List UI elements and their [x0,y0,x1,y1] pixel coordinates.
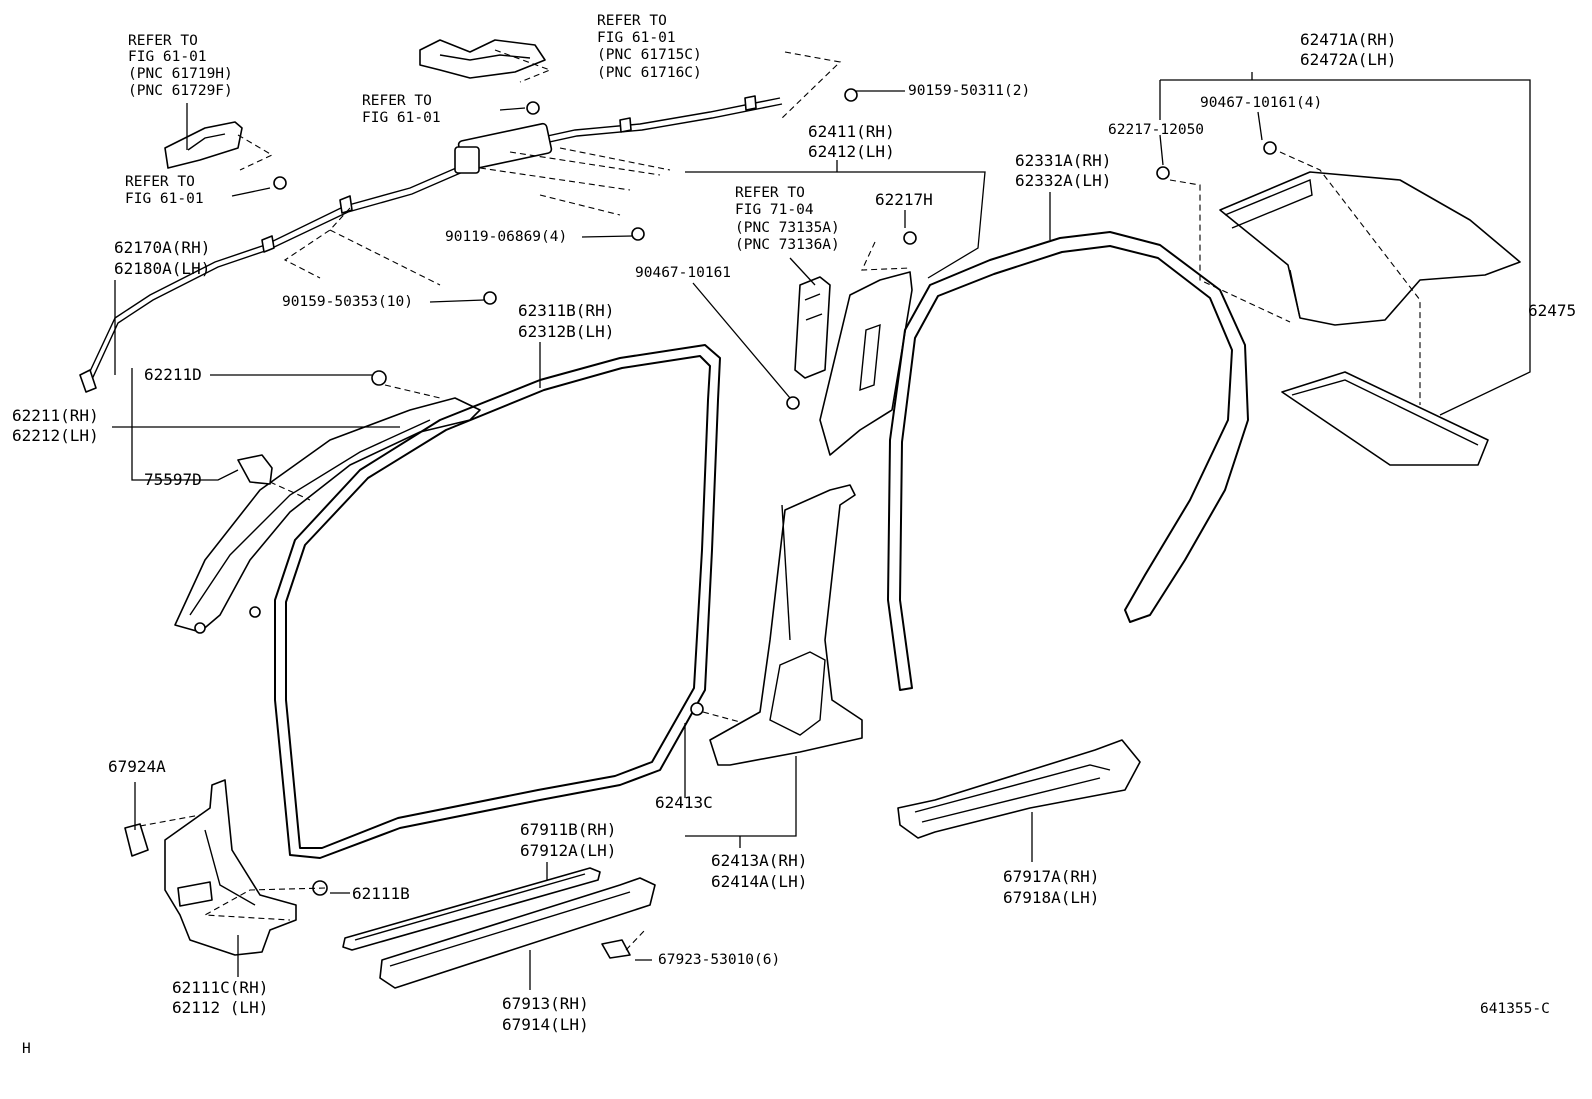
label-67918A: 67918A(LH) [1003,888,1099,907]
label-67917A: 67917A(RH) [1003,867,1099,886]
label-62312B: 62312B(LH) [518,322,614,341]
label-62112: 62112 (LH) [172,998,268,1017]
label-67923-53010: 67923-53010(6) [658,952,780,968]
front-scuff-plate-drawing [342,867,601,951]
refer-left-bolt-line2: FIG 61-01 [125,191,204,207]
label-62170A: 62170A(RH) [114,238,210,257]
refer-61715-line3: (PNC 61715C) [597,47,702,63]
refer-61719-line2: FIG 61-01 [128,49,207,65]
labels: REFER TO FIG 61-01 (PNC 61719H) (PNC 617… [12,13,1576,1057]
label-62180A: 62180A(LH) [114,259,210,278]
roof-side-inner-trim-drawing [794,271,913,456]
label-62414A: 62414A(LH) [711,872,807,891]
label-67924A: 67924A [108,757,166,776]
label-62412: 62412(LH) [808,142,895,161]
refer-61719-line3: (PNC 61719H) [128,66,233,82]
refer-61719-line4: (PNC 61729F) [128,83,233,99]
refer-mid-line2: FIG 61-01 [362,110,441,126]
label-90119-06869: 90119-06869(4) [445,229,567,245]
refer-73135-line1: REFER TO [735,185,805,201]
figure-id: 641355-C [1480,1001,1550,1017]
rear-door-seal-drawing [887,231,1249,691]
label-62471A: 62471A(RH) [1300,30,1396,49]
assembly-dashed-lines [139,49,1421,951]
refer-61715-line4: (PNC 61716C) [597,65,702,81]
refer-61719-line1: REFER TO [128,33,198,49]
front-door-seal-drawing [274,344,721,859]
label-62217-12050: 62217-12050 [1108,122,1204,138]
cowl-side-trim-drawing [164,779,297,956]
refer-73135-line4: (PNC 73136A) [735,237,840,253]
label-67914: 67914(LH) [502,1015,589,1034]
label-90467-10161: 90467-10161 [635,265,731,281]
label-90159-50353: 90159-50353(10) [282,294,413,310]
airbag-bracket-left-drawing [164,121,243,169]
label-90467-10161-4: 90467-10161(4) [1200,95,1322,111]
label-62211: 62211(RH) [12,406,99,425]
refer-73135-line2: FIG 71-04 [735,202,814,218]
label-62475: 62475 [1528,301,1576,320]
airbag-bracket-top-drawing [419,39,546,79]
label-67911B: 67911B(RH) [520,820,616,839]
refer-mid-line1: REFER TO [362,93,432,109]
refer-73135-line3: (PNC 73135A) [735,220,840,236]
label-62212: 62212(LH) [12,426,99,445]
label-62111C: 62111C(RH) [172,978,268,997]
rear-scuff-plate-drawing [897,739,1141,839]
a-pillar-garnish-drawing [174,397,481,634]
refer-61715-line2: FIG 61-01 [597,30,676,46]
label-62413A: 62413A(RH) [711,851,807,870]
label-62332A: 62332A(LH) [1015,171,1111,190]
label-62472A: 62472A(LH) [1300,50,1396,69]
refer-left-bolt-line1: REFER TO [125,174,195,190]
label-62217H: 62217H [875,190,933,209]
b-pillar-lower-garnish-drawing [709,484,863,766]
label-62413C: 62413C [655,793,713,812]
corner-mark: H [22,1041,31,1057]
label-90159-50311: 90159-50311(2) [908,83,1030,99]
quarter-trim-lower-drawing [1281,371,1489,466]
label-75597D: 75597D [144,470,202,489]
label-62211D: 62211D [144,365,202,384]
fasteners-drawing [124,88,1277,959]
label-62411: 62411(RH) [808,122,895,141]
label-67912A: 67912A(LH) [520,841,616,860]
quarter-trim-panel-drawing [1219,171,1521,326]
label-62331A: 62331A(RH) [1015,151,1111,170]
leader-lines [112,72,1531,990]
refer-61715-line1: REFER TO [597,13,667,29]
label-67913: 67913(RH) [502,994,589,1013]
front-scuff-base-drawing [379,877,656,989]
label-62311B: 62311B(RH) [518,301,614,320]
label-62111B: 62111B [352,884,410,903]
